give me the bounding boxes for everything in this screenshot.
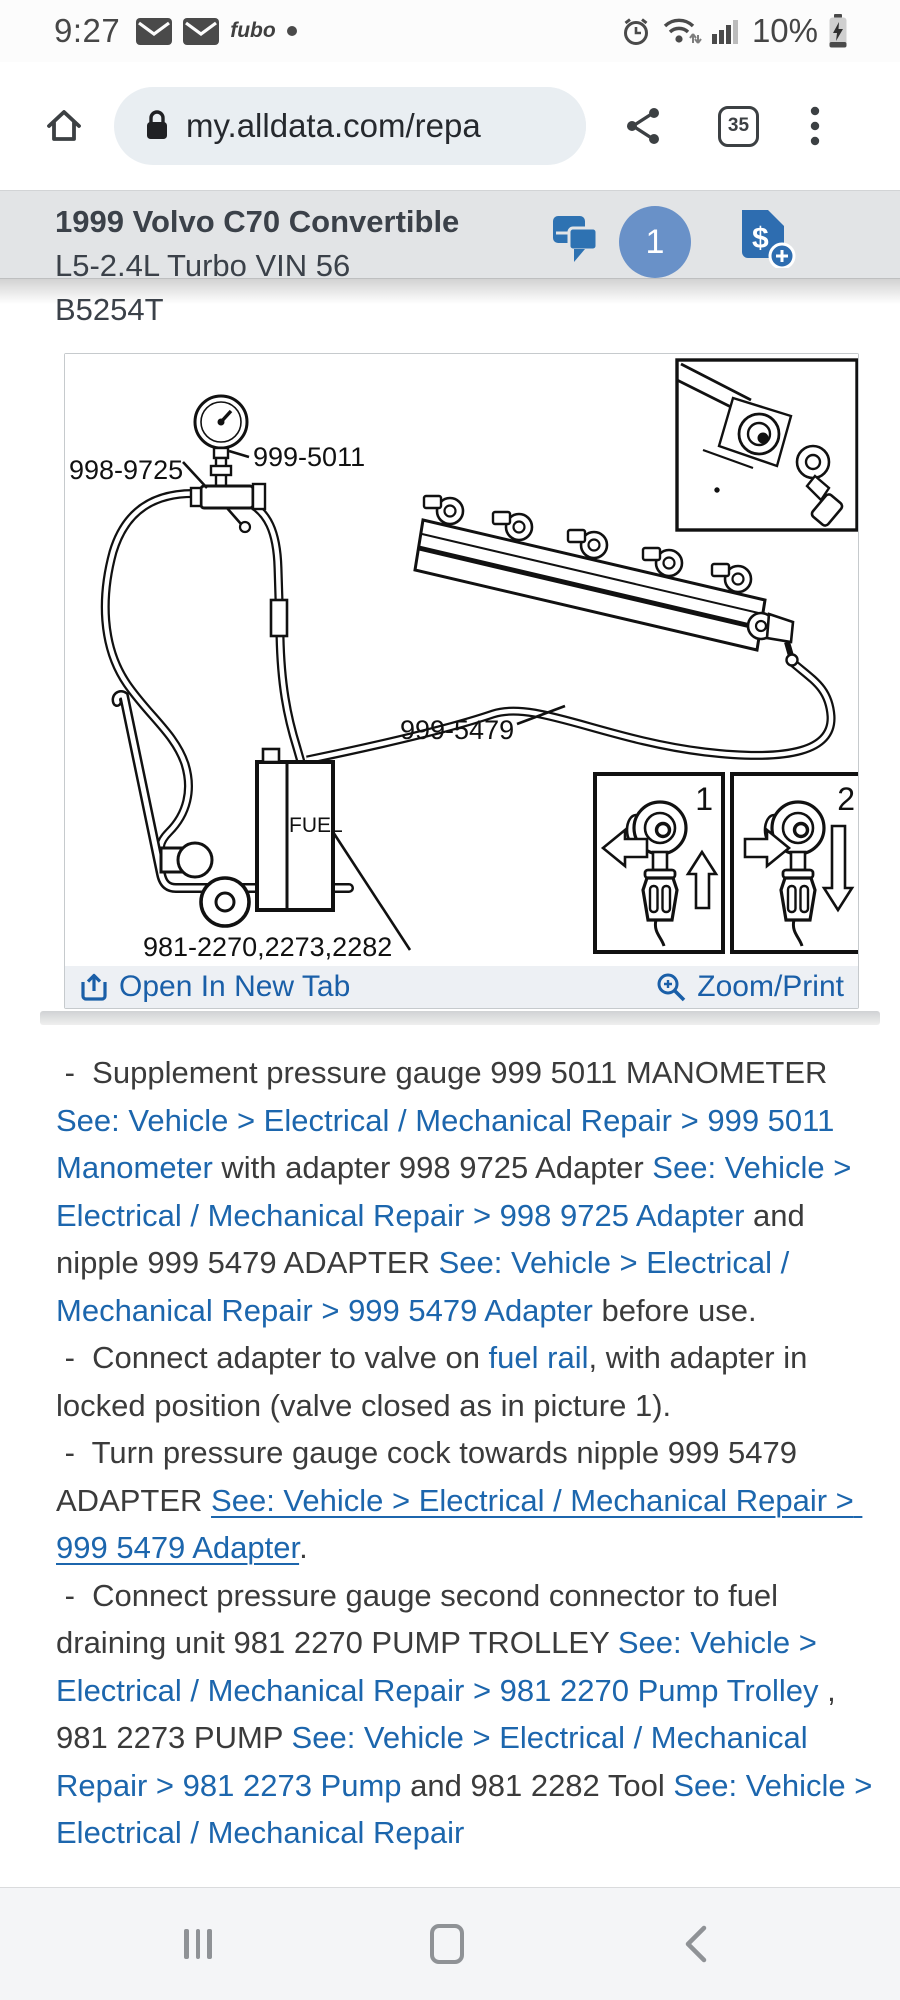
back-icon[interactable] — [682, 1924, 708, 1964]
instruction-text: . — [299, 1530, 308, 1565]
injector — [710, 562, 753, 594]
signal-icon — [711, 18, 742, 44]
open-in-new-tab-link[interactable]: Open In New Tab — [79, 970, 350, 1004]
inset-valve-closed: 1 — [593, 772, 725, 954]
home-icon[interactable] — [429, 1924, 464, 1964]
instruction-paragraph: - Turn pressure gauge cock towards nippl… — [56, 1429, 876, 1572]
injector — [641, 546, 684, 578]
figure-action-bar: Open In New Tab Zoom/Print — [65, 966, 858, 1008]
see-reference-link[interactable]: See: Vehicle > Electrical / Mechanical R… — [56, 1720, 817, 1803]
see-reference-link[interactable]: See: Vehicle > Electrical / Mechanical R… — [56, 1625, 826, 1708]
vehicle-header: 1999 Volvo C70 Convertible L5-2.4L Turbo… — [0, 190, 900, 330]
instruction-text: - Connect adapter to valve on — [56, 1340, 489, 1375]
see-reference-link[interactable]: See: Vehicle > Electrical / Mechanical R… — [56, 1150, 860, 1233]
instruction-text: and 981 2282 Tool — [401, 1767, 674, 1803]
instruction-text: - Connect pressure gauge second connecto… — [56, 1577, 787, 1661]
open-in-new-tab-icon — [79, 972, 109, 1002]
clock-time: 9:27 — [54, 12, 121, 49]
see-reference-link[interactable]: See: Vehicle > Electrical / Mechanical R… — [56, 1767, 882, 1851]
envelope-icon — [136, 17, 173, 45]
see-reference-link[interactable]: See: Vehicle > Electrical / Mechanical R… — [56, 1482, 863, 1566]
lock-icon — [144, 109, 170, 143]
inset-number-2: 2 — [837, 781, 855, 817]
label-manometer-999: 999-5011 — [253, 442, 365, 472]
zoom-icon — [655, 971, 687, 1003]
browser-toolbar: my.alldata.com/repa 35 — [0, 62, 900, 190]
tab-count: 35 — [727, 115, 750, 136]
card-shadow — [40, 1011, 880, 1025]
instruction-text: and nipple 999 5479 ADAPTER — [56, 1197, 814, 1281]
share-icon[interactable] — [624, 106, 664, 146]
label-trolley-981: 981-2270,2273,2282 — [143, 932, 392, 962]
instruction-paragraph: - Connect pressure gauge second connecto… — [56, 1572, 876, 1857]
repair-instructions: - Supplement pressure gauge 999 5011 MAN… — [0, 1025, 900, 1857]
battery-percent: 10% — [751, 12, 818, 49]
vehicle-title: 1999 Volvo C70 Convertible L5-2.4L Turbo… — [0, 190, 900, 332]
vehicle-title-line2: L5-2.4L Turbo VIN 56 — [55, 248, 351, 283]
svg-text:$: $ — [752, 222, 769, 255]
instruction-text: , 981 2273 PUMP — [56, 1672, 845, 1756]
pump-trolley — [111, 690, 412, 951]
label-adapter-998: 998-9725 — [69, 455, 183, 485]
label-nipple-5479: 999-5479 — [400, 715, 514, 745]
instruction-text: , with adapter in locked position (valve… — [56, 1340, 816, 1423]
instruction-text: - Turn pressure gauge cock towards nippl… — [56, 1435, 804, 1518]
t-adapter — [189, 482, 267, 534]
hose-5479 — [306, 658, 836, 765]
injector — [566, 528, 609, 560]
chat-icon[interactable] — [552, 212, 604, 266]
fubo-notification-icon: fubo — [230, 19, 276, 42]
envelope-icon — [183, 17, 220, 45]
instruction-text: - Supplement pressure gauge 999 5011 MAN… — [56, 1055, 836, 1090]
zoom-print-link[interactable]: Zoom/Print — [655, 970, 844, 1004]
inset-number-1: 1 — [695, 781, 713, 817]
dot-notification-icon — [286, 26, 297, 36]
fuel-rail — [413, 494, 799, 667]
android-nav-bar — [0, 1887, 900, 2000]
inset-connector-detail — [675, 358, 858, 532]
kebab-menu-icon[interactable] — [809, 104, 821, 148]
url-bar[interactable]: my.alldata.com/repa — [114, 87, 586, 165]
tab-switcher-button[interactable]: 35 — [718, 105, 759, 147]
see-reference-link[interactable]: See: Vehicle > Electrical / Mechanical R… — [56, 1245, 798, 1328]
battery-charging-icon — [828, 14, 848, 48]
injector — [491, 510, 534, 542]
notification-count-badge[interactable]: 1 — [619, 206, 691, 278]
instruction-paragraph: - Supplement pressure gauge 999 5011 MAN… — [56, 1049, 876, 1334]
label-fuel-tank: FUEL — [289, 814, 343, 837]
diagram-labels: 998-9725 999-5011 999-5479 981-2270,2273… — [69, 442, 566, 962]
instruction-text: with adapter 998 9725 Adapter — [212, 1150, 653, 1185]
instruction-paragraph: - Connect adapter to valve on fuel rail,… — [56, 1334, 876, 1429]
home-icon[interactable] — [42, 104, 86, 148]
figure-card: 1 2 998-9725 999-5011 999-5479 981-2270,… — [64, 353, 859, 1009]
add-quote-tag-icon[interactable]: $ — [736, 206, 796, 268]
status-bar: 9:27 fubo 10% — [0, 0, 900, 62]
vehicle-engine-code: B5254T — [55, 292, 164, 327]
see-reference-link[interactable]: fuel rail — [488, 1340, 589, 1375]
hose-to-trolley — [100, 489, 206, 862]
injector — [422, 494, 465, 526]
wifi-icon — [662, 14, 702, 48]
vehicle-title-line1: 1999 Volvo C70 Convertible — [55, 204, 460, 239]
inset-valve-open: 2 — [730, 772, 858, 954]
see-reference-link[interactable]: See: Vehicle > Electrical / Mechanical R… — [56, 1102, 843, 1186]
alarm-icon — [620, 15, 652, 47]
instruction-text: before use. — [592, 1292, 757, 1328]
recents-icon[interactable] — [184, 1929, 212, 1959]
fuel-pressure-diagram: 1 2 998-9725 999-5011 999-5479 981-2270,… — [65, 354, 858, 966]
url-text: my.alldata.com/repa — [186, 107, 481, 144]
pressure-gauge — [193, 394, 249, 490]
